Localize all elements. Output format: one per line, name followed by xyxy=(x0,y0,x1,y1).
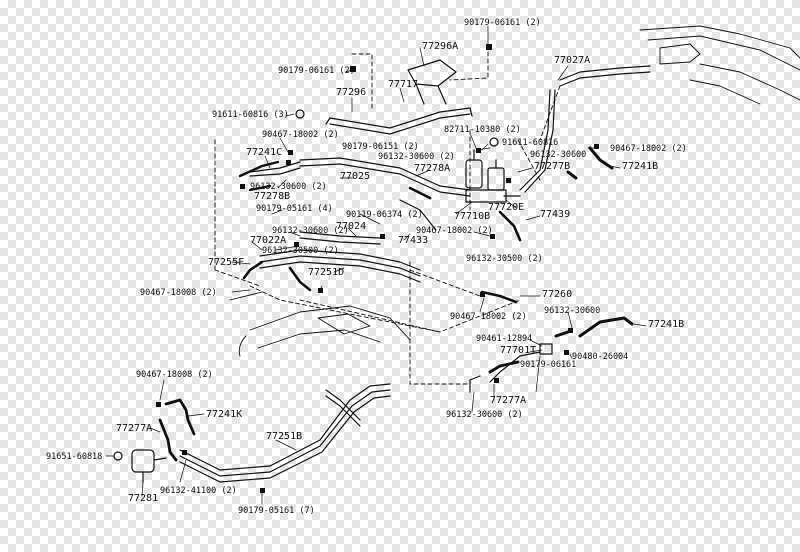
part-label: 82711-10380 (2) xyxy=(444,125,521,135)
part-label: 77251D xyxy=(308,267,345,278)
part-label: 96132-30600 (2) xyxy=(250,182,327,192)
bolts xyxy=(156,44,599,493)
part-label: 77281 xyxy=(128,493,159,504)
hose-77241K xyxy=(158,360,520,462)
part-label: 77241K xyxy=(206,409,243,420)
part-label: 90467-18002 (2) xyxy=(416,226,493,236)
part-label: 77027A xyxy=(554,55,591,66)
part-label: 77296A xyxy=(422,41,459,52)
part-label: 96132-30600 (2) xyxy=(272,226,349,236)
part-label: 77277B xyxy=(534,161,571,172)
part-label: 77024 xyxy=(336,221,367,232)
part-label: 90179-06161 (2) xyxy=(464,18,541,28)
part-label: 77710B xyxy=(454,211,491,222)
part-label: 77025 xyxy=(340,171,371,182)
part-label: 91611-60816 xyxy=(502,138,559,148)
part-label: 77022A xyxy=(250,235,287,246)
part-label: 96132-30600 xyxy=(530,150,587,160)
part-label: 90119-06374 (2) xyxy=(346,210,423,220)
part-label: 77278A xyxy=(414,163,451,174)
part-label: 77241C xyxy=(246,147,283,158)
part-label: 90467-18002 (2) xyxy=(610,144,687,154)
part-label: 77720E xyxy=(488,202,525,213)
part-label: 77717 xyxy=(388,79,419,90)
middle-hoses xyxy=(242,186,522,304)
part-label: 90461-12894 xyxy=(476,334,533,344)
part-label: 77439 xyxy=(540,209,571,220)
right-upper-pipes xyxy=(519,65,651,193)
part-label: 77255F xyxy=(208,257,245,268)
part-label: 90179-06161 (2) xyxy=(278,66,355,76)
part-label: 91611-60816 (3) xyxy=(212,110,289,120)
part-label: 77278B xyxy=(254,191,291,202)
tank-outline xyxy=(229,291,411,357)
part-label: 90467-18002 (2) xyxy=(262,130,339,140)
lower-pipe-run xyxy=(179,383,391,483)
hoses-left-upper xyxy=(238,160,280,192)
part-label: 90467-18008 (2) xyxy=(140,288,217,298)
part-label: 77260 xyxy=(542,289,573,300)
part-label: 77277A xyxy=(116,423,153,434)
leader-lines xyxy=(105,25,647,505)
part-label: 96132-30500 (2) xyxy=(262,246,339,256)
hose-77241B-top xyxy=(566,146,614,180)
valve-components xyxy=(113,109,521,461)
part-label: 90467-18008 (2) xyxy=(136,370,213,380)
part-label: 96132-30600 (2) xyxy=(378,152,455,162)
part-label: 77241B xyxy=(648,319,685,330)
part-label: 90179-05161 (4) xyxy=(256,204,333,214)
hose-77241B-bottom xyxy=(554,316,634,338)
part-label: 90179-06161 xyxy=(520,360,577,370)
part-label: 90179-05161 (7) xyxy=(238,506,315,516)
canister-77281 xyxy=(131,449,167,483)
part-label: 96132-30600 xyxy=(544,306,601,316)
part-label: 90179-06151 (2) xyxy=(342,142,419,152)
part-label: 77251B xyxy=(266,431,303,442)
part-label: 96132-41100 (2) xyxy=(160,486,237,496)
part-label: 96132-30600 (2) xyxy=(446,410,523,420)
middle-pipe-bundle xyxy=(259,199,437,283)
part-label: 90480-26004 xyxy=(572,352,629,362)
part-label: 77277A xyxy=(490,395,527,406)
body-outline-top-right xyxy=(639,25,800,105)
part-label: 77241B xyxy=(622,161,659,172)
part-label: 77701T xyxy=(500,345,537,356)
part-label: 77433 xyxy=(398,235,429,246)
part-label: 91651-60818 xyxy=(46,452,103,462)
part-label: 90467-18002 (2) xyxy=(450,312,527,322)
part-label: 96132-30500 (2) xyxy=(466,254,543,264)
part-label: 77296 xyxy=(336,87,367,98)
upper-pipe-bundle xyxy=(249,59,473,197)
